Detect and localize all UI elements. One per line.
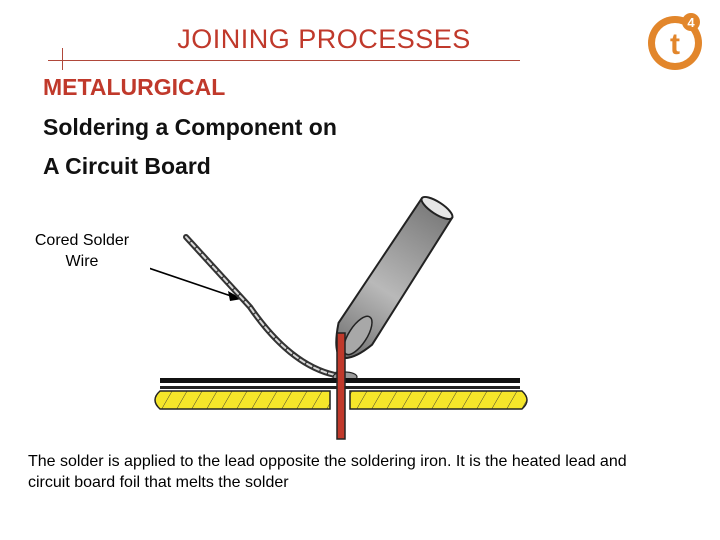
iron-end-cap — [420, 195, 454, 221]
process-category: METALURGICAL — [43, 74, 226, 100]
board-left — [154, 390, 331, 410]
logo-superscript: 4 — [687, 15, 695, 30]
callout-line-1: Cored Solder — [34, 232, 130, 249]
callout-line-2: Wire — [65, 253, 99, 270]
logo-letter: t — [670, 28, 680, 61]
title-tick-mark — [62, 48, 63, 70]
slide-title: JOINING PROCESSES — [177, 24, 471, 54]
callout-arrow-line — [150, 267, 235, 298]
subtitle-line-1: Soldering a Component on — [43, 114, 337, 140]
board-right — [349, 390, 528, 410]
iron-tip-face — [342, 315, 373, 356]
soldering-diagram — [150, 195, 528, 440]
solder-wire — [183, 234, 346, 379]
t4-logo: t 4 — [648, 13, 702, 70]
component-lead — [336, 332, 346, 440]
subtitle-line-2: A Circuit Board — [43, 153, 211, 179]
logo-badge — [682, 13, 700, 31]
solder-wire-core — [185, 236, 344, 377]
logo-inner-disc — [655, 23, 695, 63]
title-underline — [48, 60, 520, 61]
solder-wire-callout: Cored Solder Wire — [22, 230, 142, 272]
diagram-caption: The solder is applied to the lead opposi… — [28, 453, 627, 491]
